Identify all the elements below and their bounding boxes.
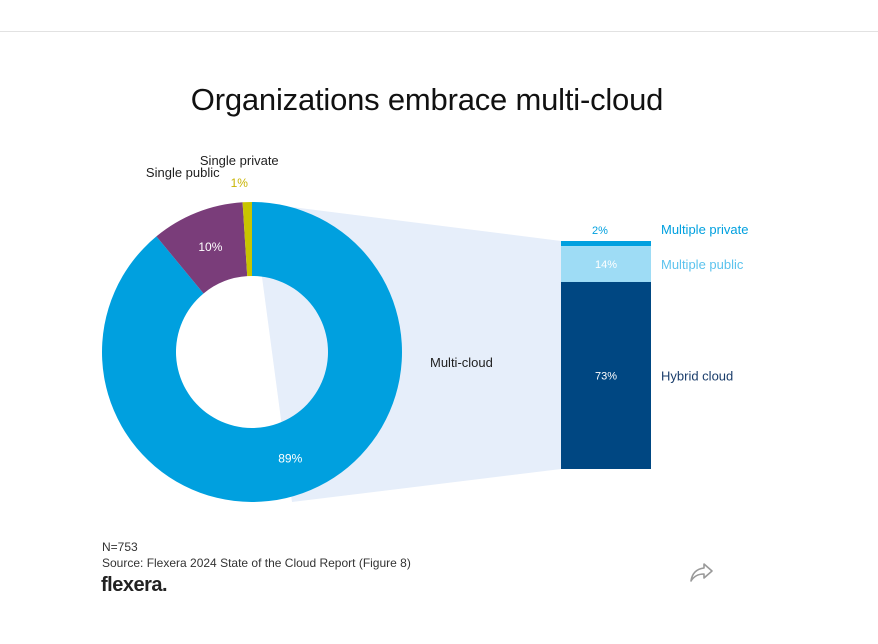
slice-multi-cloud — [102, 202, 403, 502]
brand-wordmark: flexera — [101, 574, 163, 596]
category-label-hybrid-cloud: Hybrid cloud — [661, 368, 733, 383]
value-label-multi-cloud: 89% — [278, 451, 302, 465]
breakdown-labels: 2% Multiple private 14% Multiple public 73% H… — [430, 222, 748, 383]
chart-title: Organizations embrace multi-cloud — [190, 82, 664, 117]
value-label-single-public: 10% — [198, 240, 222, 254]
value-label-multiple-public: 14% — [595, 259, 617, 271]
bar-segment-hybrid-cloud — [561, 281, 651, 469]
bar-segment-multiple-private — [561, 241, 651, 247]
brand-dot: . — [162, 574, 168, 596]
category-label-multiple-private: Multiple private — [661, 222, 748, 237]
category-label-multi-cloud: Multi-cloud — [430, 355, 493, 370]
value-label-multiple-private: 2% — [592, 225, 608, 237]
brand-logo: flexera. — [101, 574, 168, 597]
share-arrow-icon[interactable] — [689, 561, 715, 583]
source-note: Source: Flexera 2024 State of the Cloud … — [102, 556, 411, 570]
category-label-multiple-public: Multiple public — [661, 257, 744, 272]
bar-segment-multiple-public — [561, 246, 651, 282]
sample-size-note: N=753 — [102, 540, 138, 554]
category-label-single-private: Single private — [200, 153, 279, 168]
value-label-single-private: 1% — [231, 176, 249, 190]
value-label-hybrid-cloud: 73% — [595, 370, 617, 382]
donut-chart — [102, 202, 403, 502]
donut-labels: 89% 10% Single public 1% Single private — [146, 153, 303, 465]
slice-single-private — [242, 202, 252, 277]
category-label-single-public: Single public — [146, 165, 220, 180]
top-divider — [0, 31, 878, 32]
slice-single-public — [156, 202, 248, 294]
breakdown-bar — [561, 241, 651, 469]
